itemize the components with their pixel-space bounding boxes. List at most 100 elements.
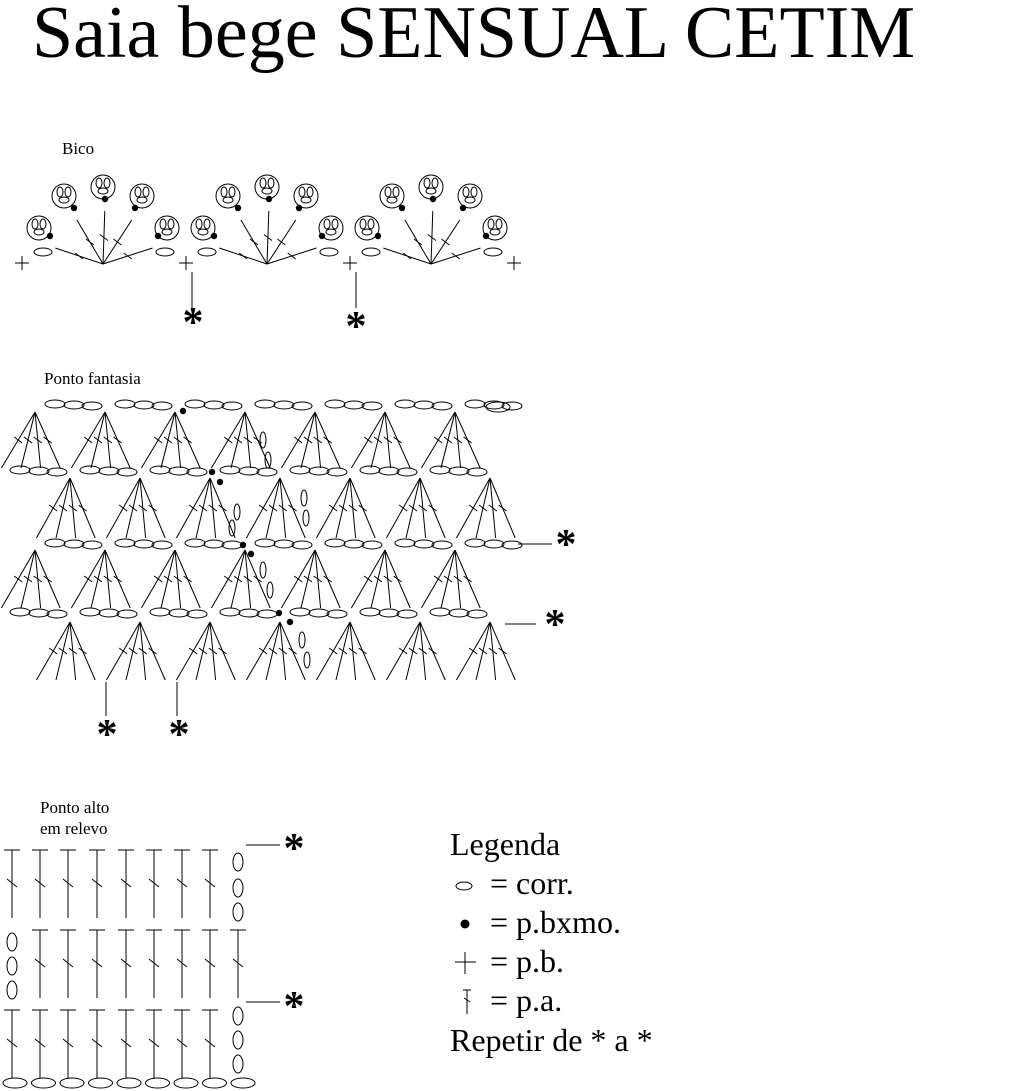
chain-stitch [273,400,295,410]
chain-stitch [359,218,367,230]
chain-stitch [300,489,308,507]
legend-item: = p.bxmo. [450,903,653,942]
double-crochet-stitch [113,238,122,246]
double-crochet-stitch [363,575,373,583]
chain-stitch [361,247,381,257]
section-label-line: Ponto alto [40,798,110,817]
slip-stitch-dot [101,195,109,203]
chain-stitch [359,607,381,617]
legend-item-text: = p.b. [490,943,565,979]
legend-item: = p.b. [450,942,653,981]
chain-stitch [501,540,523,550]
chain-stitch [186,609,208,619]
chain-stitch [173,1077,199,1089]
chain-stitch [289,465,311,475]
double-crochet-stitch [118,647,128,655]
repeat-marker: * [346,304,367,350]
double-crochet-stitch [363,436,373,444]
slip-stitch-dot [318,232,326,240]
double-crochet-stitch [223,575,233,583]
chain-stitch [197,247,217,257]
legend: Legenda = corr. = p.bxmo. = p.b. = p.a. … [450,824,653,1060]
double-crochet-stitch [91,878,103,888]
chain-stitch [202,1077,227,1089]
chain-stitch [367,218,375,230]
chain-stitch [394,538,416,548]
chain-stitch [151,540,173,550]
double-crochet-stitch [268,647,278,655]
chain-stitch [64,186,72,198]
chain-stitch [485,401,511,413]
chain-stitch [256,467,278,477]
chain-stitch [219,607,241,617]
double-crochet-stitch [303,575,313,583]
double-crochet-stitch [176,958,188,968]
double-crochet-stitch [163,575,173,583]
chain-stitch [203,400,225,410]
section-label-ponto-alto-relevo: Ponto alto em relevo [40,797,150,839]
picot-loop [293,183,319,209]
chain-stitch [233,503,241,521]
chain-stitch [431,177,439,189]
legend-item: = p.a. [450,981,653,1020]
double-crochet-stitch [85,238,95,246]
chain-stitch [259,561,267,579]
picot-loop [354,215,380,241]
double-crochet-stitch [148,958,160,968]
double-crochet-stitch [373,436,383,444]
chain-stitch [161,228,173,236]
double-crochet-stitch [328,647,338,655]
double-crochet-stitch [68,647,78,655]
double-crochet-stitch [428,504,437,512]
chain-stitch [343,400,365,410]
chain-stitch [429,607,451,617]
chain-stitch [319,247,339,257]
slip-stitch-dot [154,232,162,240]
chain-stitch [361,401,383,411]
double-crochet-stitch [408,647,418,655]
chain-stitch [116,609,138,619]
double-crochet-stitch [249,238,259,246]
double-crochet-stitch [268,504,278,512]
chain-stitch [361,540,383,550]
chain-stitch [256,609,278,619]
double-crochet-stitch [23,575,33,583]
double-crochet-stitch [120,958,132,968]
double-crochet-stitch [34,958,46,968]
slip-stitch-dot [482,232,490,240]
chain-stitch [97,187,109,195]
chain-stitch [46,609,68,619]
chain-stitch [6,980,18,1000]
double-crochet-stitch [183,436,192,444]
legend-item-text: = p.a. [490,982,563,1018]
double-crochet-stitch [6,878,18,888]
chain-stitch [470,186,478,198]
section-label-bico: Bico [62,139,95,158]
picot-loop [254,174,280,200]
double-crochet-stitch [34,1038,46,1048]
chain-stitch [134,186,142,198]
chain-stitch [228,519,236,537]
chain-stitch [149,607,171,617]
chain-stitch [149,465,171,475]
chain-stitch [228,186,236,198]
double-crochet-stitch [83,436,93,444]
double-crochet-stitch [451,252,461,260]
slip-stitch-dot [208,468,216,476]
chain-stitch [44,538,66,548]
double-crochet-stitch [68,504,78,512]
chain-stitch [495,218,503,230]
chain-oval-icon [450,864,484,903]
double-crochet-stitch [303,436,313,444]
double-crochet-stitch [258,647,268,655]
picot-loop [418,174,444,200]
chain-stitch [238,466,260,476]
double-crochet-stitch [393,436,402,444]
double-crochet-stitch [463,575,472,583]
chain-stitch [88,1077,113,1089]
double-crochet-stitch [258,504,268,512]
slip-stitch-dot [295,204,303,212]
chain-stitch [222,196,234,204]
chain-stitch [133,400,155,410]
chain-stitch [103,177,111,189]
